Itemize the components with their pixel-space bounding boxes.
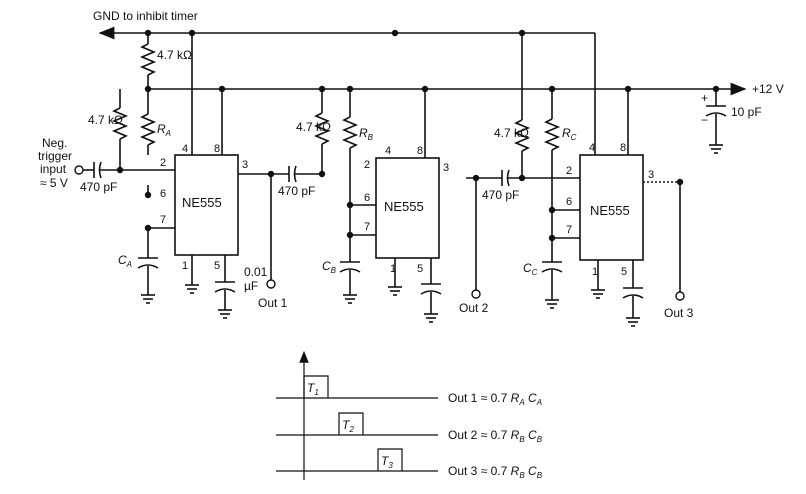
ground-ic2-pin1 (388, 258, 402, 296)
ic2-pin2: 2 (364, 159, 370, 171)
pin5-capacitor-3 (622, 260, 644, 327)
inhibit-label: GND to inhibit timer (93, 9, 198, 23)
junction-dots (116, 29, 720, 242)
ne555-chip-1 (174, 154, 239, 256)
pin5-cap-1-label: 0.01 µF (244, 265, 268, 293)
supply-cap-label: 10 pF (731, 105, 762, 119)
ic2-pin4: 4 (385, 145, 391, 157)
svg-text:input: input (40, 162, 67, 176)
svg-text:T2: T2 (342, 418, 354, 434)
ic1-pin3: 3 (242, 159, 248, 171)
pullup-top-label: 4.7 kΩ (157, 48, 192, 62)
ne555-chip-3 (579, 154, 644, 261)
pulse-t1: T1 (303, 375, 329, 398)
ne555-chip-2 (375, 157, 440, 259)
timing-formula-1: Out 1 ≈ 0.7 RA CA (448, 391, 542, 407)
ic2-pin3: 3 (443, 162, 449, 174)
out3-label: Out 3 (664, 306, 694, 320)
capacitor-ca (137, 257, 159, 295)
capacitor-cc (541, 261, 563, 309)
ic3-pin7: 7 (566, 224, 572, 236)
resistor-rc (543, 89, 561, 262)
ic3-pin1: 1 (592, 266, 598, 278)
coupling-capacitor-2 (288, 165, 322, 183)
pullup-resistor-b (313, 89, 331, 174)
ic1-pin5: 5 (214, 260, 220, 272)
ic3-pin2: 2 (566, 165, 572, 177)
pulse-t3: T3 (377, 448, 403, 471)
capacitor-cb (339, 261, 361, 304)
ground-ca (141, 294, 155, 304)
timing-formula-3: Out 3 ≈ 0.7 RB CB (448, 464, 543, 480)
ic2-pin8: 8 (417, 145, 423, 157)
ic1-pin1: 1 (182, 260, 188, 272)
supply-capacitor (705, 89, 727, 154)
resistor-ra-label: RA (157, 122, 171, 138)
pullup-resistor-left (111, 89, 129, 170)
svg-text:trigger: trigger (38, 149, 72, 163)
pin5-capacitor-2 (420, 258, 442, 323)
resistor-rb-label: RB (359, 126, 374, 142)
resistor-rc-label: RC (562, 126, 577, 142)
ic1-pin8: 8 (214, 143, 220, 155)
supply-cap-plus: + (701, 91, 708, 105)
ic2-pin6: 6 (364, 192, 370, 204)
pullup-b-label: 4.7 kΩ (296, 120, 331, 134)
out2-terminal[interactable] (471, 289, 481, 299)
timing-axes (276, 350, 438, 480)
out1-terminal[interactable] (266, 279, 276, 289)
capacitor-ca-label: CA (118, 253, 132, 269)
ne555-2-label: NE555 (384, 199, 424, 214)
ic1-pin2: 2 (160, 157, 166, 169)
pin5-capacitor-1 (214, 255, 236, 319)
trigger-input-label: Neg. trigger input ≈ 5 V (38, 136, 72, 190)
svg-text:≈ 5 V: ≈ 5 V (40, 176, 68, 190)
coupling-capacitor-1 (83, 161, 175, 179)
timing-formula-2: Out 2 ≈ 0.7 RB CB (448, 428, 543, 444)
out3-terminal[interactable] (675, 291, 685, 301)
supply-cap-minus: − (701, 113, 708, 127)
pullup-left-label: 4.7 kΩ (88, 113, 123, 127)
svg-text:Neg.: Neg. (42, 136, 67, 150)
ic3-pin5: 5 (621, 266, 627, 278)
svg-text:0.01: 0.01 (244, 265, 268, 279)
pullup-resistor-c (513, 33, 531, 178)
coupling-cap-2-label: 470 pF (278, 184, 315, 198)
ic3-pin8: 8 (620, 142, 626, 154)
inhibit-line (98, 26, 596, 155)
ic3-pin4: 4 (589, 142, 595, 154)
trigger-input-terminal[interactable] (74, 165, 84, 175)
ic3-pin3: 3 (648, 169, 654, 181)
pulse-t2: T2 (338, 412, 364, 435)
pullup-resistor-top (139, 33, 157, 89)
coupling-cap-3-label: 470 pF (482, 188, 519, 202)
svg-text:T3: T3 (381, 454, 393, 470)
ne555-1-label: NE555 (182, 195, 222, 210)
ic2-pin1: 1 (390, 263, 396, 275)
ic2-pin7: 7 (364, 221, 370, 233)
ic1-pin7: 7 (160, 214, 166, 226)
capacitor-cb-label: CB (322, 259, 337, 275)
coupling-cap-1-label: 470 pF (80, 180, 117, 194)
svg-text:µF: µF (244, 279, 258, 293)
ne555-3-label: NE555 (590, 203, 630, 218)
resistor-ra (139, 89, 157, 258)
ic2-pin5: 5 (417, 263, 423, 275)
pullup-c-label: 4.7 kΩ (494, 126, 529, 140)
out1-label: Out 1 (258, 296, 288, 310)
ground-ic1-pin1 (185, 255, 199, 294)
ic1-pin6: 6 (160, 188, 166, 200)
capacitor-cc-label: CC (523, 261, 538, 277)
ground-ic3-pin1 (591, 260, 605, 299)
ic3-pin6: 6 (566, 196, 572, 208)
ic1-pin4: 4 (182, 143, 188, 155)
out2-label: Out 2 (459, 301, 489, 315)
supply-label: +12 V (752, 82, 784, 96)
svg-text:T1: T1 (307, 381, 319, 397)
